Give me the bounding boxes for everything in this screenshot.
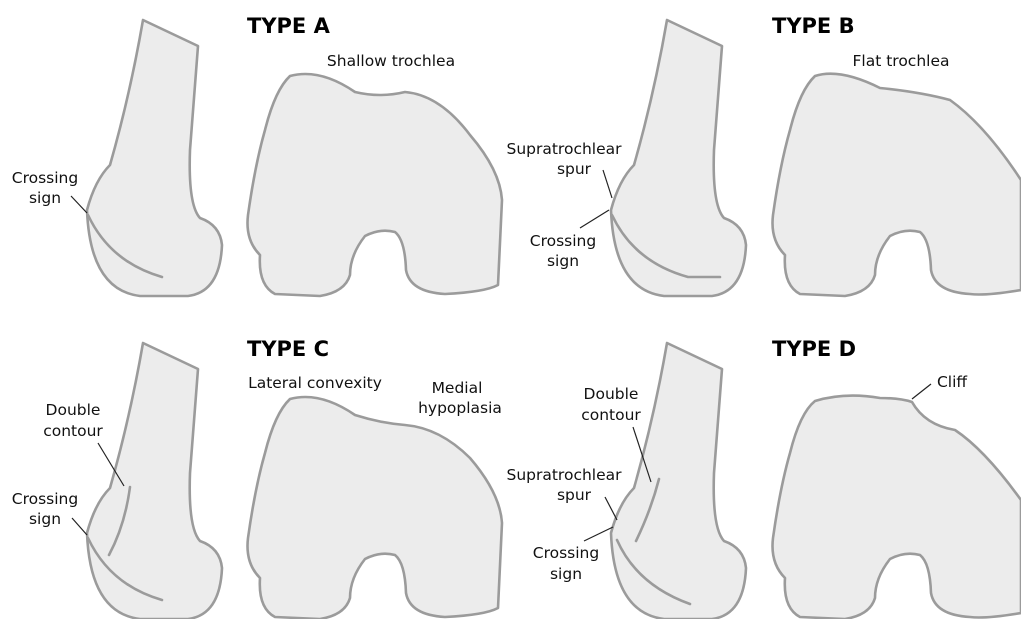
- type-b-crossing-label-1: Crossing: [530, 232, 596, 250]
- type-c-crossing-label-2: sign: [29, 510, 61, 528]
- type-a-crossing-label-1: Crossing: [12, 169, 78, 187]
- type-c-double-contour-label-2: contour: [43, 422, 103, 440]
- type-d-title: TYPE D: [772, 337, 856, 361]
- type-d-double-contour-label-2: contour: [581, 406, 641, 424]
- panel-type-b: TYPE B Flat trochlea Supratrochlear spur…: [506, 14, 1021, 296]
- type-b-crossing-leader: [580, 210, 609, 228]
- type-b-spur-label-2: spur: [557, 160, 592, 178]
- type-c-crossing-label-1: Crossing: [12, 490, 78, 508]
- type-a-lateral-femur-outline: [87, 20, 222, 296]
- panel-type-a: TYPE A Shallow trochlea Crossing sign: [12, 14, 502, 296]
- type-a-trochlea-label: Shallow trochlea: [327, 52, 455, 70]
- type-a-crossing-label-2: sign: [29, 189, 61, 207]
- type-d-crossing-label-1: Crossing: [533, 544, 599, 562]
- type-a-title: TYPE A: [247, 14, 331, 38]
- type-d-spur-leader: [605, 497, 617, 520]
- type-c-double-contour-label-1: Double: [46, 401, 101, 419]
- type-c-medial-label-1: Medial: [432, 379, 483, 397]
- type-d-spur-label-1: Supratrochlear: [506, 466, 622, 484]
- type-d-cliff-label: Cliff: [937, 373, 967, 391]
- type-c-title: TYPE C: [247, 337, 329, 361]
- type-c-axial-trochlea-outline: [248, 397, 503, 619]
- type-d-spur-label-2: spur: [557, 486, 592, 504]
- type-c-medial-label-2: hypoplasia: [418, 399, 502, 417]
- type-b-lateral-femur-outline: [611, 20, 746, 296]
- type-b-axial-trochlea-outline: [773, 74, 1021, 296]
- type-a-axial-trochlea-outline: [248, 74, 503, 296]
- type-b-crossing-label-2: sign: [547, 252, 579, 270]
- type-d-crossing-label-2: sign: [550, 565, 582, 583]
- type-d-axial-trochlea-outline: [773, 396, 1021, 619]
- type-b-title: TYPE B: [772, 14, 855, 38]
- panel-type-d: TYPE D Cliff Double contour Supratrochle…: [506, 337, 1021, 619]
- type-d-crossing-leader: [584, 527, 613, 541]
- type-c-crossing-leader: [72, 518, 87, 535]
- type-d-double-contour-label-1: Double: [584, 385, 639, 403]
- type-b-trochlea-label: Flat trochlea: [852, 52, 949, 70]
- panel-type-c: TYPE C Lateral convexity Medial hypoplas…: [12, 337, 502, 619]
- type-c-lateral-femur-outline: [87, 343, 222, 619]
- type-a-crossing-leader: [71, 196, 87, 213]
- type-b-spur-leader: [603, 170, 612, 198]
- type-c-lateral-convexity-label: Lateral convexity: [248, 374, 382, 392]
- type-b-spur-label-1: Supratrochlear: [506, 140, 622, 158]
- type-d-cliff-leader: [912, 384, 931, 399]
